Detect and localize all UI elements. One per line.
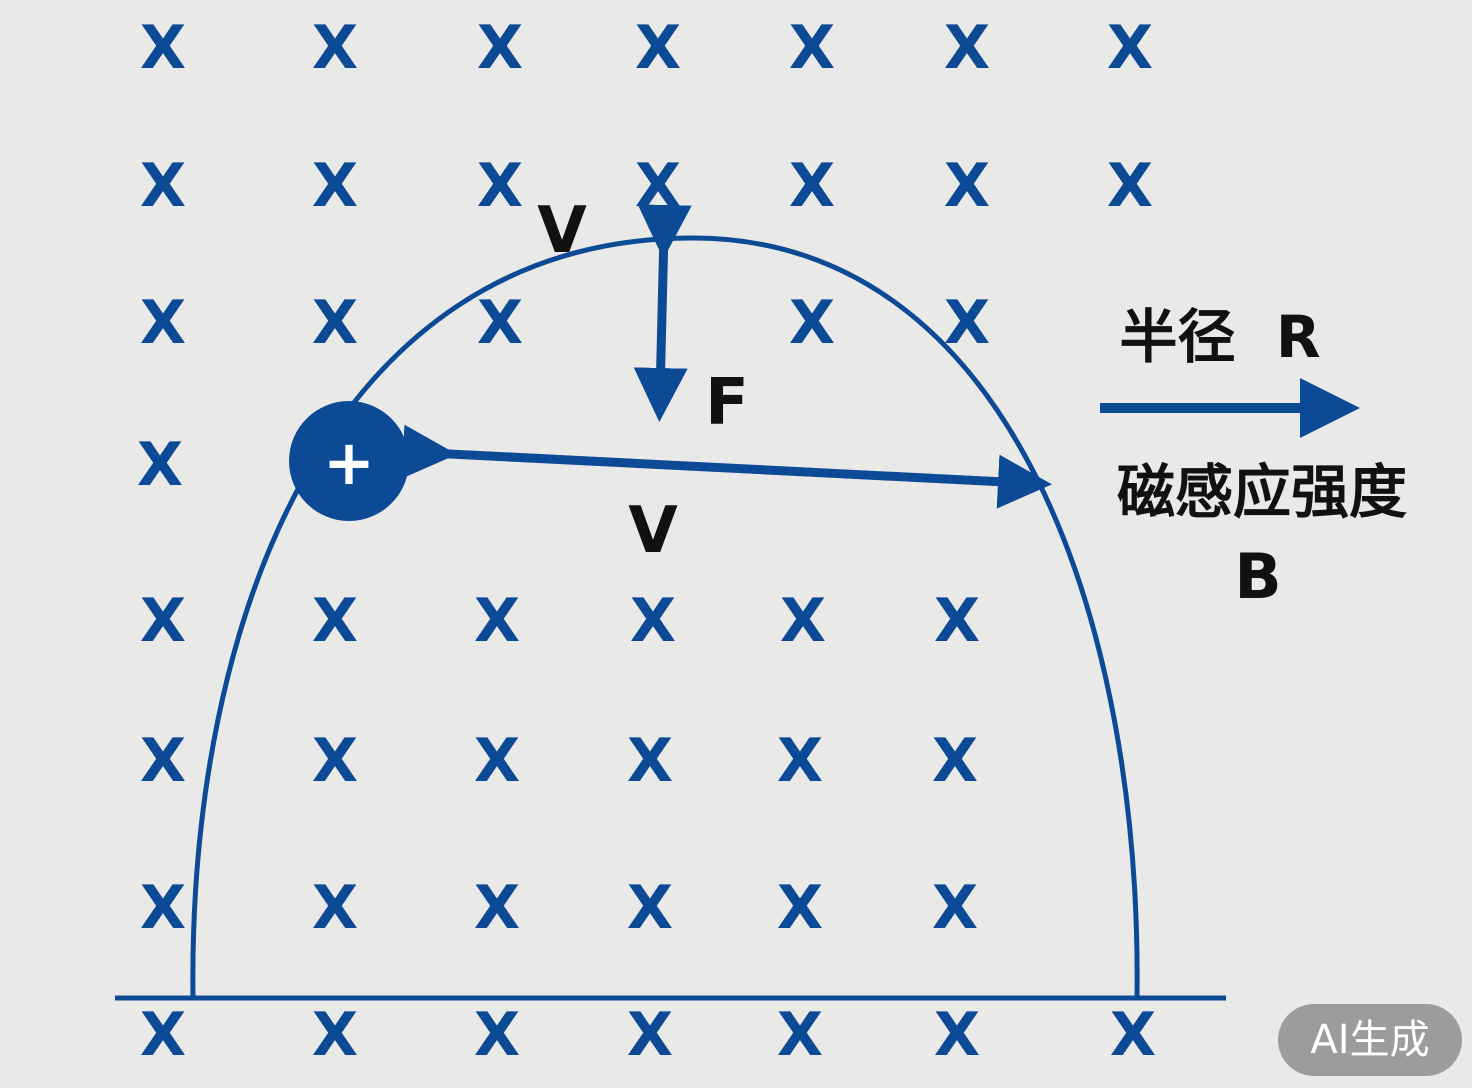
ai-generated-watermark: AI生成 xyxy=(1278,1004,1462,1076)
field-cross-mark: X xyxy=(944,13,990,83)
field-cross-mark: X xyxy=(312,873,358,943)
field-cross-mark: X xyxy=(1110,1000,1156,1070)
field-cross-mark: X xyxy=(140,586,186,656)
field-cross-mark: X xyxy=(312,726,358,796)
field-cross-mark: X xyxy=(789,13,835,83)
field-cross-mark: X xyxy=(627,726,673,796)
force-arrow xyxy=(633,204,692,422)
field-cross-mark: X xyxy=(140,288,186,358)
field-cross-mark: X xyxy=(474,586,520,656)
field-cross-mark: X xyxy=(140,873,186,943)
field-cross-mark: X xyxy=(1107,151,1153,221)
field-cross-mark: X xyxy=(635,151,681,221)
field-cross-mark: X xyxy=(312,1000,358,1070)
field-cross-mark: X xyxy=(630,586,676,656)
field-cross-mark: X xyxy=(777,1000,823,1070)
velocity-label-top: V xyxy=(537,194,587,268)
field-cross-mark: X xyxy=(477,151,523,221)
field-cross-mark: X xyxy=(944,288,990,358)
field-cross-mark: X xyxy=(789,151,835,221)
field-cross-mark: X xyxy=(932,726,978,796)
field-cross-mark: X xyxy=(140,726,186,796)
field-cross-mark: X xyxy=(140,13,186,83)
field-cross-mark: X xyxy=(140,1000,186,1070)
field-cross-mark: X xyxy=(934,586,980,656)
field-cross-mark: X xyxy=(140,151,186,221)
field-cross-mark: X xyxy=(477,288,523,358)
legend-field-symbol: B xyxy=(1234,540,1281,613)
velocity-label-bottom: V xyxy=(628,494,678,568)
field-cross-mark: X xyxy=(1107,13,1153,83)
field-cross-mark: X xyxy=(477,13,523,83)
force-label: F xyxy=(705,366,749,440)
field-cross-mark: X xyxy=(312,288,358,358)
field-cross-mark: X xyxy=(777,726,823,796)
field-cross-mark: X xyxy=(780,586,826,656)
field-cross-mark: X xyxy=(934,1000,980,1070)
field-cross-mark: X xyxy=(474,726,520,796)
field-cross-mark: X xyxy=(312,586,358,656)
field-cross-mark: X xyxy=(777,873,823,943)
charge-symbol: + xyxy=(323,426,375,499)
field-cross-mark: X xyxy=(137,430,183,500)
field-cross-mark: X xyxy=(312,151,358,221)
radius-arrow xyxy=(401,424,1052,509)
legend-field-label: 磁感应强度 xyxy=(1117,458,1407,526)
positive-charge xyxy=(289,401,409,521)
field-cross-mark: X xyxy=(789,288,835,358)
field-cross-mark: X xyxy=(944,151,990,221)
field-cross-mark: X xyxy=(635,13,681,83)
field-cross-mark: X xyxy=(474,873,520,943)
field-cross-mark: X xyxy=(627,1000,673,1070)
field-cross-mark: X xyxy=(312,13,358,83)
legend-radius-label: 半径 R xyxy=(1119,303,1320,371)
field-cross-mark: X xyxy=(932,873,978,943)
field-cross-mark: X xyxy=(474,1000,520,1070)
field-cross-mark: X xyxy=(627,873,673,943)
